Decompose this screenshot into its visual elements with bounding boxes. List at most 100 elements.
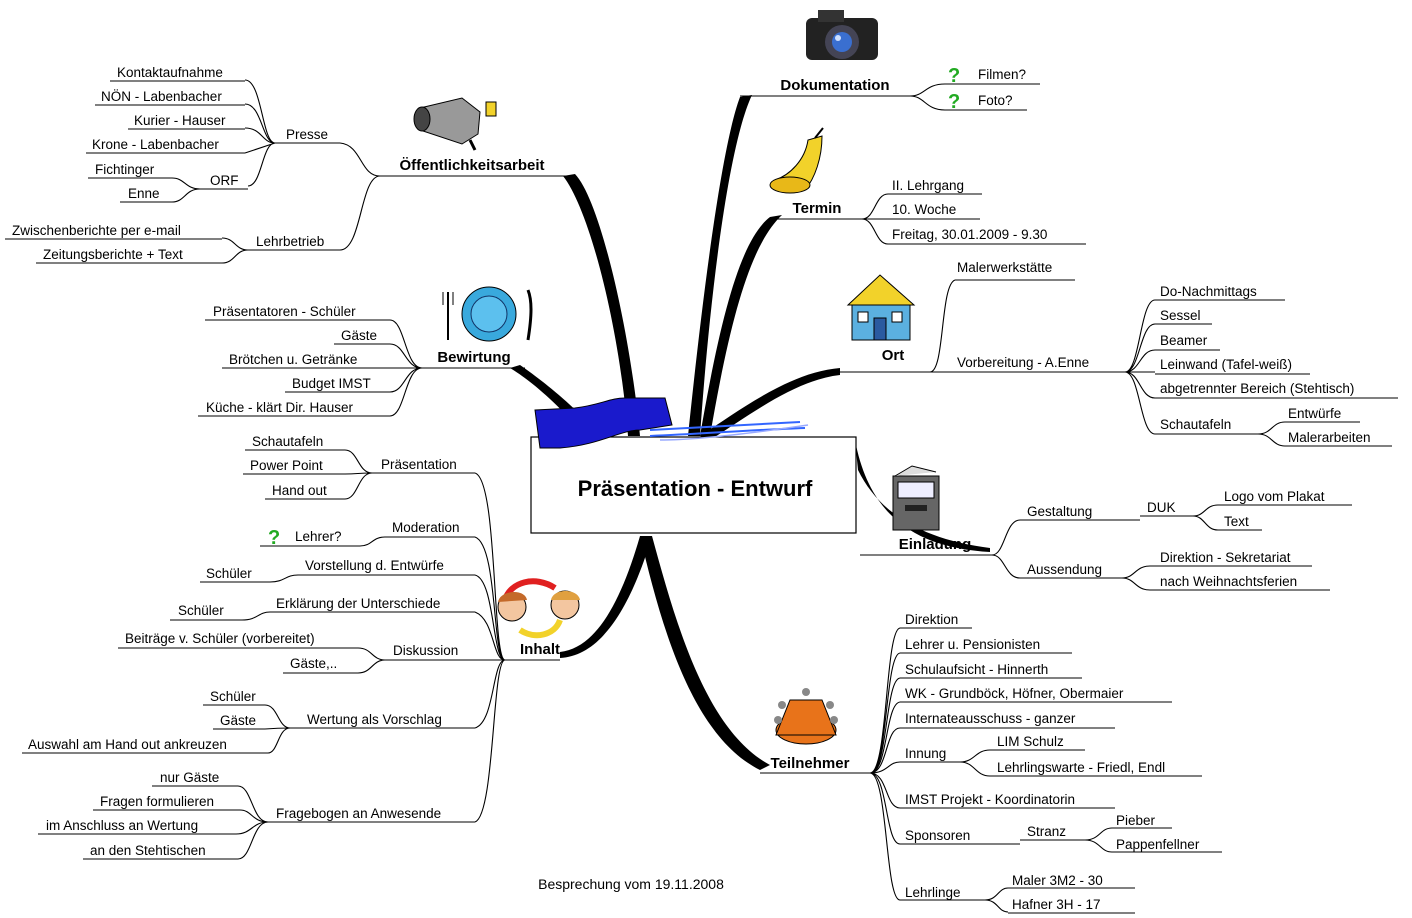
node-diskussion: Diskussion	[393, 643, 458, 658]
leaf-kueche: Küche - klärt Dir. Hauser	[206, 400, 354, 415]
leaf-pieber: Pieber	[1116, 813, 1156, 828]
node-wertung: Wertung als Vorschlag	[307, 712, 442, 727]
node-sponsoren: Sponsoren	[905, 828, 970, 843]
node-vorstellung: Vorstellung d. Entwürfe	[305, 558, 444, 573]
node-malerwerkstaette: Malerwerkstätte	[957, 260, 1052, 275]
leaf-enne: Enne	[128, 186, 160, 201]
leaf-beitraege: Beiträge v. Schüler (vorbereitet)	[125, 631, 315, 646]
node-vorbereitung: Vorbereitung - A.Enne	[957, 355, 1089, 370]
leaf-lehrgang: II. Lehrgang	[892, 178, 964, 193]
leaf-freitag: Freitag, 30.01.2009 - 9.30	[892, 227, 1047, 242]
leaf-direktion: Direktion	[905, 612, 958, 627]
leaf-kurier: Kurier - Hauser	[134, 113, 226, 128]
megaphone-icon	[413, 97, 497, 151]
leaf-abgetrennter-bereich: abgetrennter Bereich (Stehtisch)	[1160, 381, 1354, 396]
mailbox-icon	[892, 465, 940, 531]
leaf-budget-imst: Budget IMST	[292, 376, 371, 391]
leaf-wk: WK - Grundböck, Höfner, Obermaier	[905, 686, 1124, 701]
node-praesentation: Präsentation	[381, 457, 457, 472]
branch-inhalt: Inhalt Präsentation Schautafeln Power Po…	[22, 434, 580, 860]
leaf-schueler-wertung: Schüler	[210, 689, 256, 704]
leaf-beamer: Beamer	[1160, 333, 1208, 348]
leaf-auswahl: Auswahl am Hand out ankreuzen	[28, 737, 227, 752]
node-schautafeln-ort: Schautafeln	[1160, 417, 1231, 432]
leaf-logo-vom-plakat: Logo vom Plakat	[1224, 489, 1325, 504]
node-teilnehmer: Teilnehmer	[771, 755, 850, 772]
question-mark-icon: ?	[948, 65, 960, 87]
leaf-hand-out: Hand out	[272, 483, 327, 498]
node-lehrlinge: Lehrlinge	[905, 885, 961, 900]
leaf-zeitungsberichte: Zeitungsberichte + Text	[43, 247, 183, 262]
leaf-gaeste-wertung: Gäste	[220, 713, 256, 728]
branch-teilnehmer: Teilnehmer Direktion Lehrer u. Pensionis…	[760, 612, 1222, 914]
node-dokumentation: Dokumentation	[780, 77, 889, 94]
leaf-schautafeln: Schautafeln	[252, 434, 323, 449]
leaf-lehrer: Lehrer?	[295, 529, 342, 544]
center-title: Präsentation - Entwurf	[578, 476, 813, 501]
node-bewirtung: Bewirtung	[437, 349, 510, 366]
node-erklaerung: Erklärung der Unterschiede	[276, 596, 440, 611]
leaf-woche: 10. Woche	[892, 202, 956, 217]
node-orf: ORF	[210, 173, 239, 188]
leaf-malerarbeiten: Malerarbeiten	[1288, 430, 1371, 445]
leaf-noen: NÖN - Labenbacher	[101, 89, 222, 104]
node-lehrbetrieb: Lehrbetrieb	[256, 234, 324, 249]
node-oeffentlichkeitsarbeit: Öffentlichkeitsarbeit	[399, 157, 544, 174]
leaf-fragen-formulieren: Fragen formulieren	[100, 794, 214, 809]
leaf-praesentatoren: Präsentatoren - Schüler	[213, 304, 356, 319]
node-presse: Presse	[286, 127, 328, 142]
bell-icon	[769, 127, 824, 194]
leaf-power-point: Power Point	[250, 458, 323, 473]
leaf-lehrer-pensionisten: Lehrer u. Pensionisten	[905, 637, 1040, 652]
leaf-broetchen: Brötchen u. Getränke	[229, 352, 357, 367]
leaf-text: Text	[1224, 514, 1249, 529]
question-mark-icon: ?	[268, 527, 280, 549]
leaf-lehrlingswarte: Lehrlingswarte - Friedl, Endl	[997, 760, 1165, 775]
node-inhalt: Inhalt	[520, 641, 560, 658]
leaf-nur-gaeste: nur Gäste	[160, 770, 219, 785]
leaf-schueler-vorstellung: Schüler	[206, 566, 252, 581]
leaf-filmen: Filmen?	[978, 67, 1026, 82]
node-stranz: Stranz	[1027, 824, 1066, 839]
center-arrow-icon	[534, 397, 809, 449]
node-aussendung: Aussendung	[1027, 562, 1102, 577]
leaf-gaeste-bewirtung: Gäste	[341, 328, 377, 343]
leaf-leinwand: Leinwand (Tafel-weiß)	[1160, 357, 1292, 372]
meeting-table-icon	[774, 688, 838, 745]
leaf-schueler-erklaerung: Schüler	[178, 603, 224, 618]
node-gestaltung: Gestaltung	[1027, 504, 1092, 519]
svg-text:?: ?	[948, 65, 960, 87]
svg-text:?: ?	[948, 91, 960, 113]
leaf-im-anschluss: im Anschluss an Wertung	[46, 818, 198, 833]
leaf-lim-schulz: LIM Schulz	[997, 734, 1064, 749]
leaf-direktion-sekretariat: Direktion - Sekretariat	[1160, 550, 1291, 565]
leaf-foto: Foto?	[978, 93, 1013, 108]
node-termin: Termin	[793, 200, 842, 217]
leaf-nach-weihnachtsferien: nach Weihnachtsferien	[1160, 574, 1297, 589]
branch-ort: Ort Malerwerkstätte Vorbereitung - A.Enn…	[840, 260, 1398, 447]
plate-cutlery-icon	[442, 286, 533, 342]
question-mark-icon: ?	[948, 91, 960, 113]
leaf-zwischenberichte: Zwischenberichte per e-mail	[12, 223, 181, 238]
branch-termin: Termin II. Lehrgang 10. Woche Freitag, 3…	[769, 127, 1086, 245]
camera-icon	[806, 10, 878, 60]
leaf-krone: Krone - Labenbacher	[92, 137, 219, 152]
leaf-sessel: Sessel	[1160, 308, 1201, 323]
footer-note: Besprechung vom 19.11.2008	[538, 876, 724, 892]
node-duk: DUK	[1147, 500, 1176, 515]
leaf-entwuerfe: Entwürfe	[1288, 406, 1341, 421]
leaf-kontaktaufnahme: Kontaktaufnahme	[117, 65, 223, 80]
branch-einladung: Einladung Gestaltung DUK Logo vom Plakat…	[860, 465, 1352, 591]
house-icon	[846, 274, 916, 341]
branch-dokumentation: Dokumentation ? ? Filmen? Foto?	[740, 10, 1040, 113]
branch-oeffentlichkeitsarbeit: Öffentlichkeitsarbeit Presse Kontaktaufn…	[5, 65, 575, 264]
center-node	[530, 436, 857, 534]
leaf-stehtischen: an den Stehtischen	[90, 843, 206, 858]
node-fragebogen: Fragebogen an Anwesende	[276, 806, 441, 821]
leaf-gaeste-diskussion: Gäste,..	[290, 656, 337, 671]
node-ort: Ort	[882, 347, 905, 364]
leaf-schulaufsicht: Schulaufsicht - Hinnerth	[905, 662, 1048, 677]
leaf-do-nachmittags: Do-Nachmittags	[1160, 284, 1257, 299]
leaf-fichtinger: Fichtinger	[95, 162, 155, 177]
